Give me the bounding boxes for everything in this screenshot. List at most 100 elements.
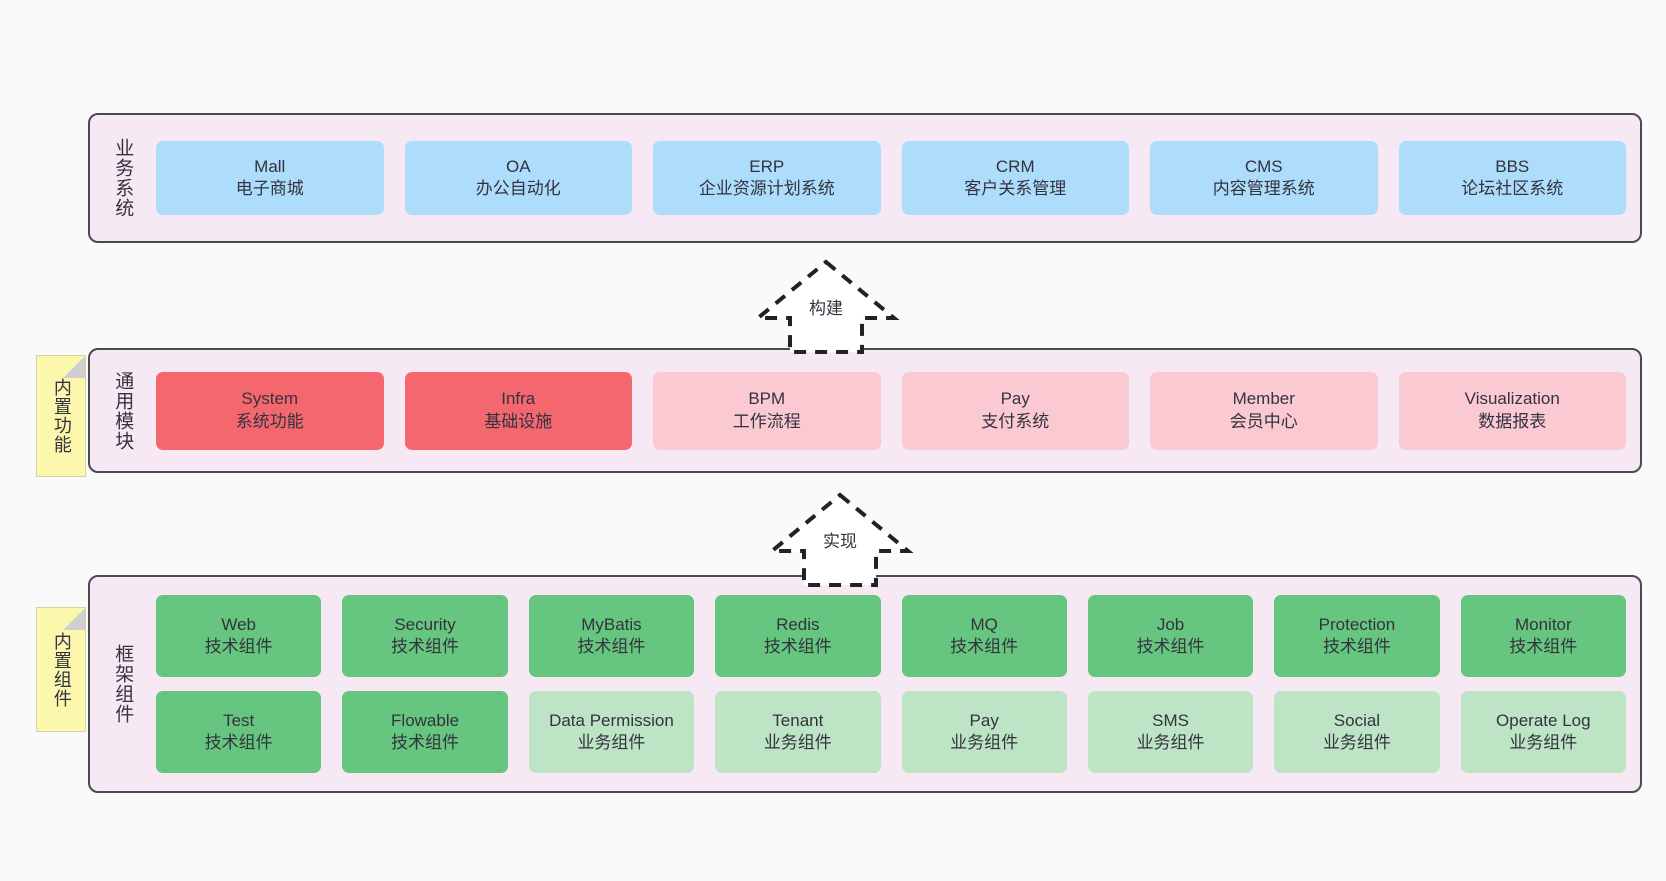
arrow-build-label: 构建 (809, 299, 843, 318)
layer-common-modules-title: 通用模块 (112, 370, 134, 451)
box-title: CRM (995, 156, 1035, 176)
box-subtitle: 内容管理系统 (1212, 179, 1315, 198)
layer-framework-components-title: 框架组件 (112, 644, 134, 724)
box-subtitle: 论坛社区系统 (1461, 179, 1564, 198)
box-subtitle: 技术组件 (1509, 637, 1578, 656)
box-subtitle: 业务组件 (1322, 733, 1391, 752)
box-title: Monitor (1514, 614, 1572, 634)
box-test[interactable]: Test 技术组件 (156, 691, 322, 773)
box-title: Infra (501, 389, 536, 409)
note-builtin-function-label: 内置功能 (51, 378, 72, 454)
box-mq[interactable]: MQ 技术组件 (901, 595, 1067, 677)
box-subtitle: 企业资源计划系统 (698, 179, 835, 198)
box-title: Operate Log (1496, 710, 1591, 730)
box-title: Security (394, 614, 456, 634)
box-job[interactable]: Job 技术组件 (1087, 595, 1254, 677)
box-title: ERP (749, 156, 785, 176)
box-subtitle: 数据报表 (1478, 411, 1547, 431)
box-title: Redis (776, 614, 820, 634)
box-title: BBS (1495, 156, 1530, 176)
box-subtitle: 会员中心 (1229, 411, 1298, 431)
box-title: SMS (1152, 710, 1189, 730)
box-subtitle: 办公自动化 (475, 179, 561, 198)
box-flowable[interactable]: Flowable 技术组件 (342, 691, 508, 773)
box-redis[interactable]: Redis 技术组件 (715, 595, 881, 677)
arrow-implement: 实现 (740, 489, 940, 589)
box-subtitle: 技术组件 (763, 637, 832, 656)
box-subtitle: 技术组件 (391, 637, 460, 656)
box-title: Visualization (1464, 389, 1560, 409)
box-erp[interactable]: ERP 企业资源计划系统 (653, 141, 881, 215)
box-title: BPM (748, 389, 786, 409)
box-data-permission[interactable]: Data Permission 业务组件 (528, 691, 695, 773)
box-tenant[interactable]: Tenant 业务组件 (715, 691, 881, 773)
box-mybatis[interactable]: MyBatis 技术组件 (528, 595, 695, 677)
arrow-build-shape (752, 259, 900, 354)
box-subtitle: 技术组件 (204, 733, 273, 752)
note-builtin-component: 内置组件 (36, 607, 86, 732)
arrow-implement-label: 实现 (823, 532, 857, 551)
box-title: CMS (1244, 156, 1283, 176)
box-title: MyBatis (581, 614, 642, 634)
box-title: Data Permission (549, 710, 674, 730)
box-title: Test (223, 710, 255, 730)
box-subtitle: 技术组件 (1136, 637, 1205, 656)
box-monitor[interactable]: Monitor 技术组件 (1460, 595, 1626, 677)
box-title: Job (1156, 614, 1185, 634)
box-subtitle: 业务组件 (1136, 733, 1205, 752)
box-title: System (241, 389, 299, 409)
box-title: OA (505, 156, 531, 176)
box-subtitle: 系统功能 (235, 411, 304, 431)
box-title: Mall (254, 156, 286, 176)
box-subtitle: 业务组件 (577, 733, 646, 752)
arrow-build: 构建 (726, 256, 926, 356)
box-protection[interactable]: Protection 技术组件 (1274, 595, 1440, 677)
box-title: Protection (1318, 614, 1396, 634)
box-subtitle: 技术组件 (950, 637, 1019, 656)
box-sms[interactable]: SMS 业务组件 (1087, 691, 1254, 773)
box-subtitle: 业务组件 (1509, 733, 1578, 752)
box-cms[interactable]: CMS 内容管理系统 (1150, 141, 1378, 215)
box-subtitle: 客户关系管理 (964, 179, 1067, 198)
box-subtitle: 技术组件 (577, 637, 646, 656)
box-bbs[interactable]: BBS 论坛社区系统 (1398, 141, 1626, 215)
box-security[interactable]: Security 技术组件 (342, 595, 508, 677)
box-crm[interactable]: CRM 客户关系管理 (901, 141, 1129, 215)
box-title: Pay (969, 710, 999, 730)
box-subtitle: 业务组件 (763, 733, 832, 752)
box-subtitle: 基础设施 (484, 411, 553, 431)
box-subtitle: 技术组件 (391, 733, 460, 752)
box-subtitle: 业务组件 (950, 733, 1019, 752)
box-title: Social (1333, 710, 1381, 730)
box-title: Flowable (391, 710, 460, 730)
box-pay[interactable]: Pay 业务组件 (901, 691, 1067, 773)
box-operate-log[interactable]: Operate Log 业务组件 (1460, 691, 1626, 773)
box-social[interactable]: Social 业务组件 (1274, 691, 1440, 773)
box-title: Pay (1000, 389, 1030, 409)
box-title: Web (221, 614, 257, 634)
box-subtitle: 技术组件 (204, 637, 273, 656)
box-web[interactable]: Web 技术组件 (156, 595, 322, 677)
box-subtitle: 支付系统 (981, 411, 1050, 431)
box-title: MQ (970, 614, 998, 634)
layer-business-system-title: 业务系统 (112, 138, 134, 218)
box-title: Member (1232, 389, 1295, 409)
box-subtitle: 工作流程 (732, 411, 801, 431)
box-title: Tenant (772, 710, 824, 730)
box-subtitle: 技术组件 (1322, 637, 1391, 656)
box-oa[interactable]: OA 办公自动化 (404, 141, 632, 215)
